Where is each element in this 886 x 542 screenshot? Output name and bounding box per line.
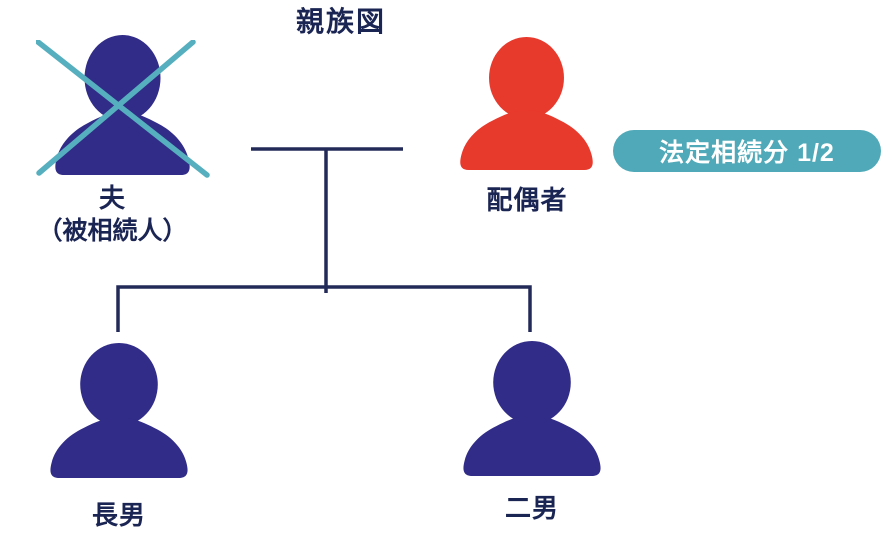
son1-person-icon [50,343,188,478]
son1-label: 長男 [91,500,146,530]
son2-person-icon [463,341,601,476]
deceased-cross-icon [36,40,210,178]
children-line [116,285,532,332]
husband-name: 夫 [98,183,126,213]
spouse-label: 配偶者 [486,185,568,215]
spouse-person-icon [460,37,593,170]
statutory-share-badge: 法定相続分 1/2 [613,130,881,172]
husband-label: 夫 （被相続人） [15,182,210,247]
husband-note: （被相続人） [37,217,188,246]
page-title: 親族図 [295,6,386,37]
son2-label: 二男 [504,493,559,523]
